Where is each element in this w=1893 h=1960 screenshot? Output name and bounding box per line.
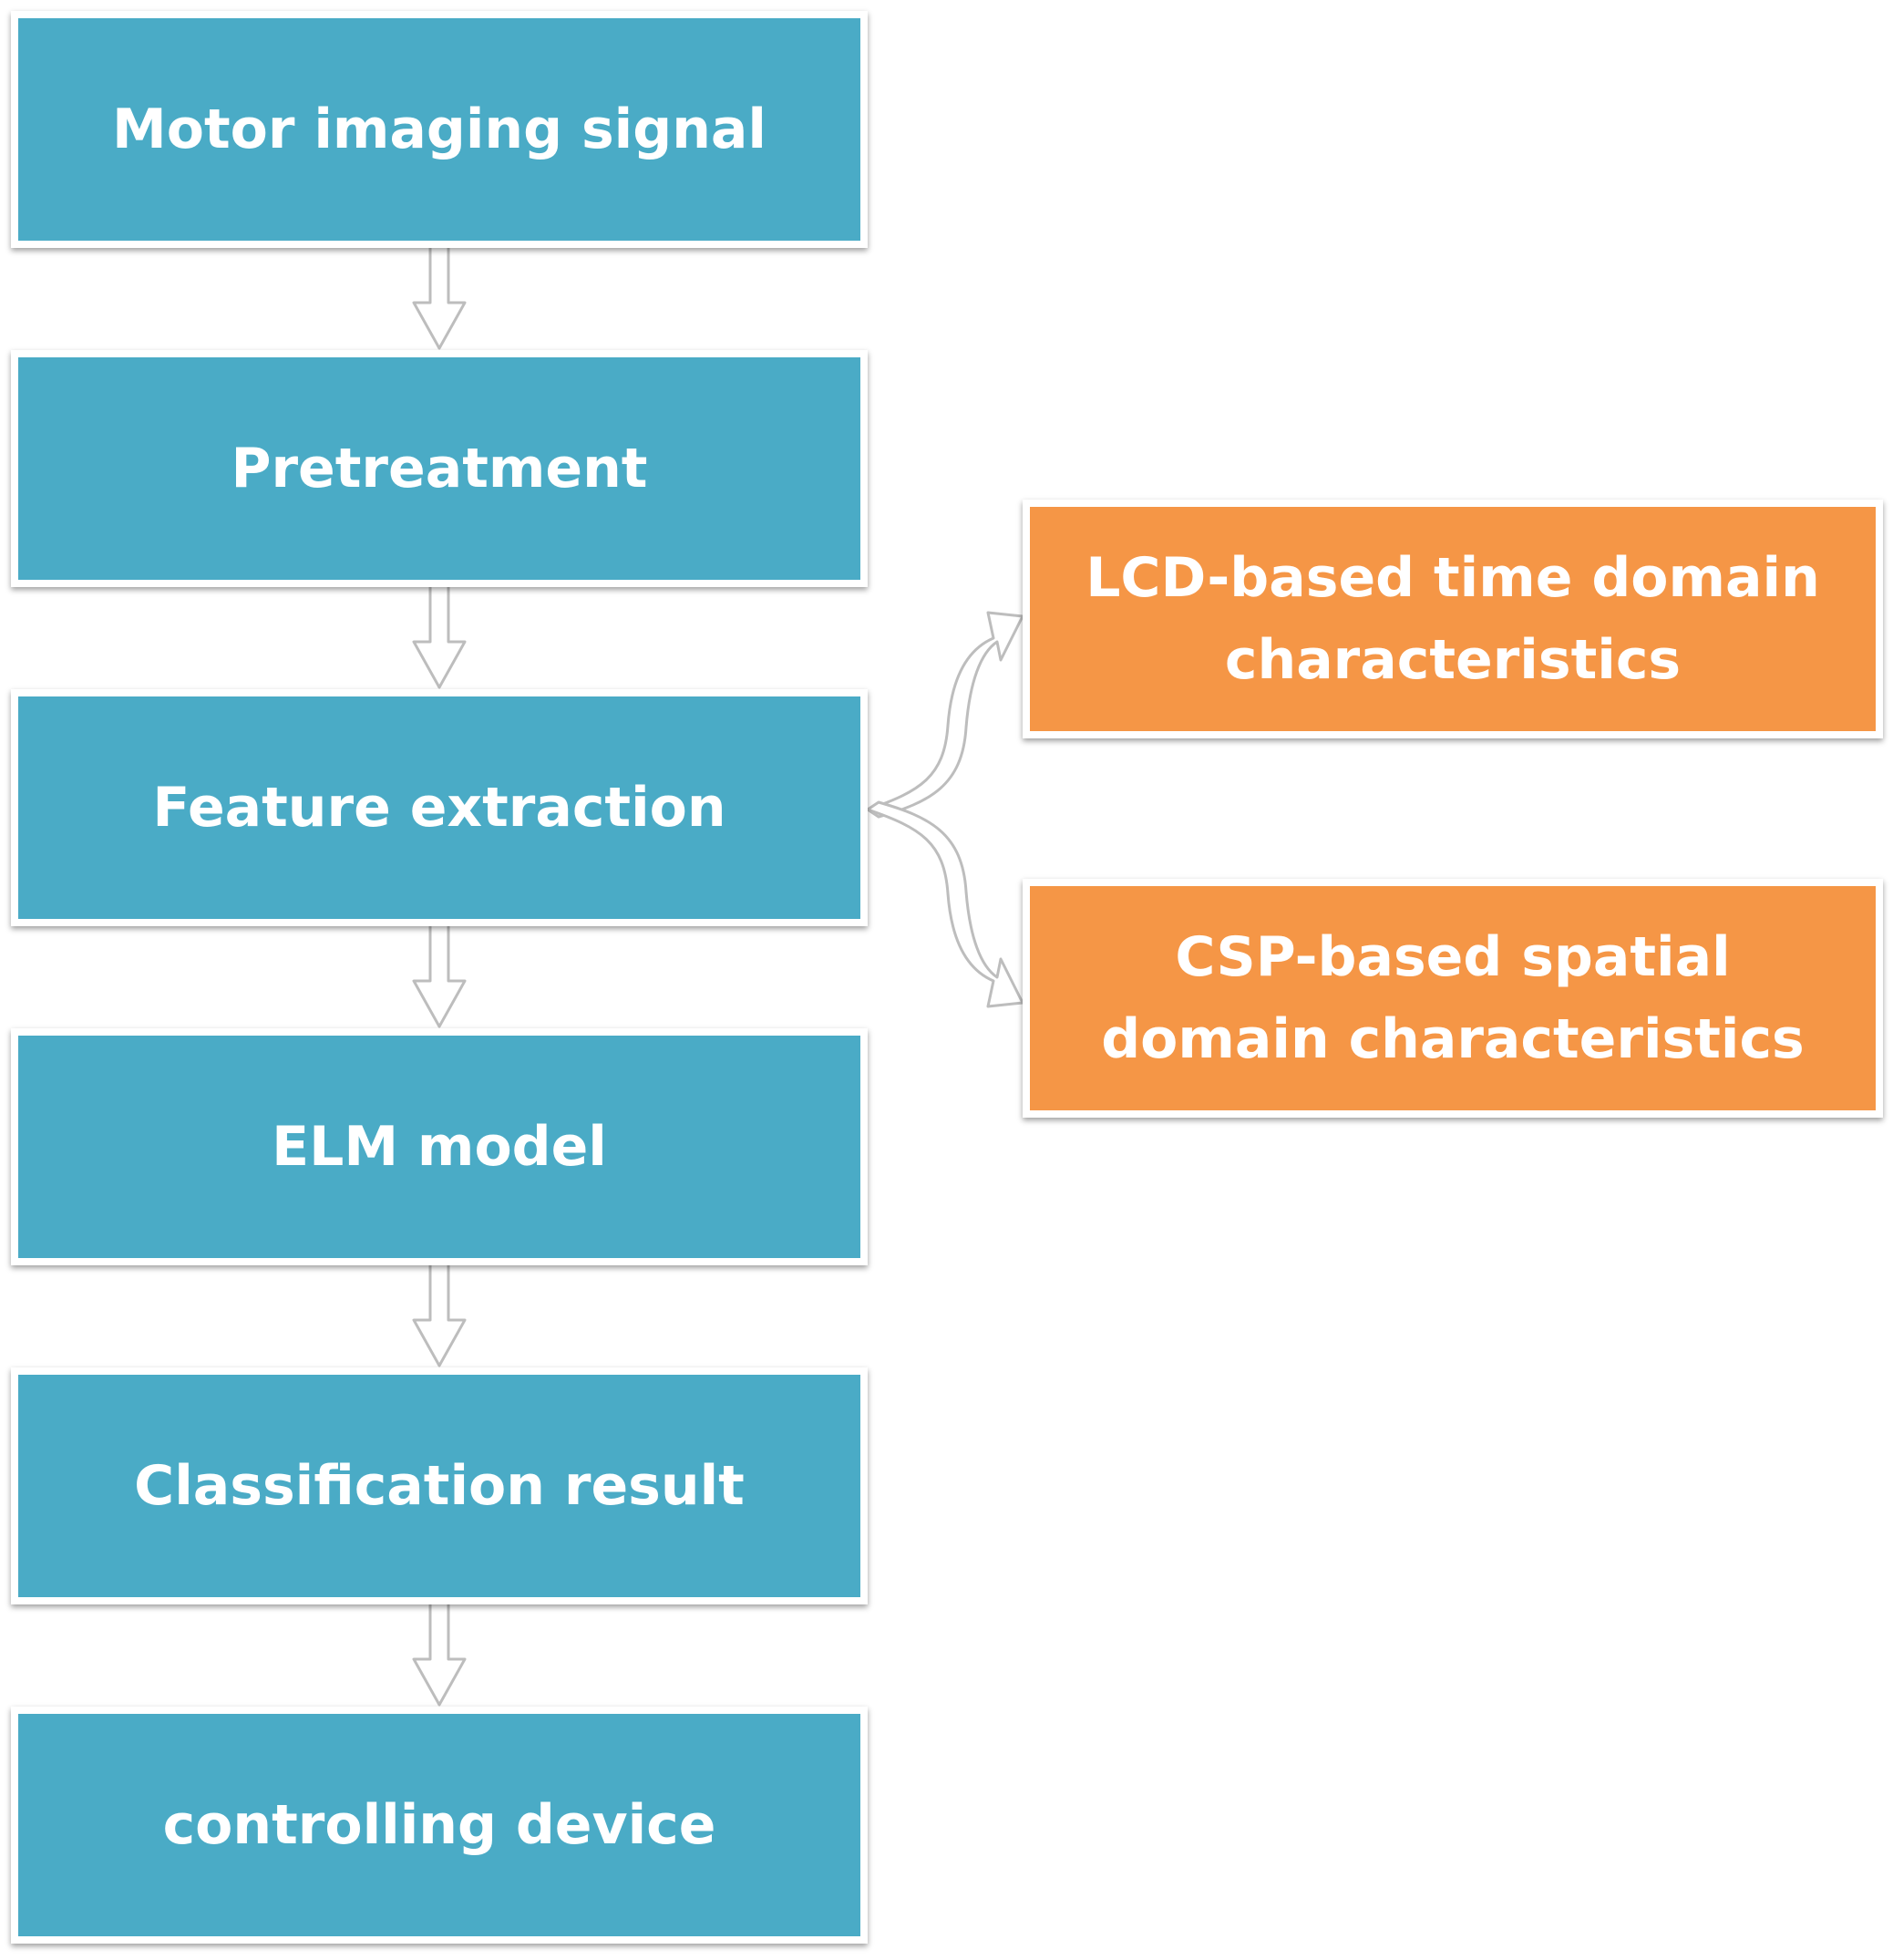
- feature-label: LCD-based time domain characteristics: [1085, 546, 1820, 692]
- flow-step-label: Pretreatment: [231, 437, 648, 500]
- arrow-elm-to-classification: [412, 1262, 467, 1367]
- flow-step-label: Classification result: [134, 1454, 745, 1518]
- flow-step-controlling-device: controlling device: [11, 1707, 868, 1944]
- flow-step-classification-result: Classification result: [11, 1367, 868, 1604]
- arrow-signal-to-pretreatment: [412, 244, 467, 350]
- arrow-classification-to-controlling: [412, 1601, 467, 1707]
- flow-step-label: Motor imaging signal: [112, 98, 766, 161]
- flow-step-feature-extraction: Feature extraction: [11, 689, 868, 926]
- arrow-feature-extraction-to-elm: [412, 923, 467, 1028]
- flow-step-pretreatment: Pretreatment: [11, 350, 868, 587]
- flow-step-label: controlling device: [162, 1793, 716, 1857]
- feature-csp-spatial-domain: CSP-based spatial domain characteristics: [1023, 879, 1883, 1118]
- arrow-pretreatment-to-feature-extraction: [412, 583, 467, 689]
- feature-lcd-time-domain: LCD-based time domain characteristics: [1023, 500, 1883, 738]
- flow-step-motor-imaging-signal: Motor imaging signal: [11, 11, 868, 248]
- arrow-feature-to-lcd: [866, 611, 1024, 819]
- flow-step-label: Feature extraction: [152, 776, 726, 840]
- arrow-feature-to-csp: [866, 800, 1024, 1008]
- flow-step-elm-model: ELM model: [11, 1028, 868, 1265]
- flow-step-label: ELM model: [272, 1115, 607, 1179]
- feature-label: CSP-based spatial domain characteristics: [1101, 925, 1805, 1071]
